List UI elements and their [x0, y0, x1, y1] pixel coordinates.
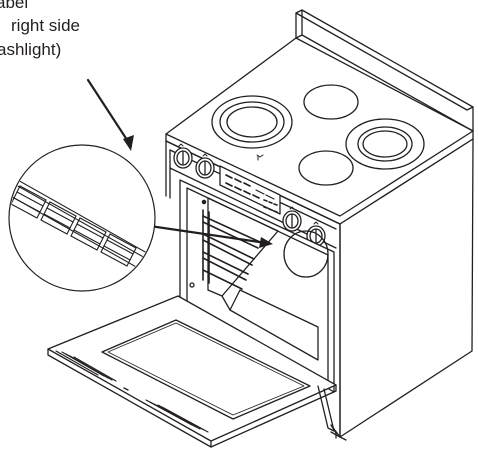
callout-arrow — [86, 78, 134, 151]
magnified-vent-slots — [10, 185, 137, 267]
door-vent-right — [145, 399, 209, 433]
magnified-view — [8, 144, 156, 292]
callout-line-1: abel — [0, 0, 29, 12]
knob-left-2 — [195, 153, 215, 179]
oven-racks — [202, 209, 261, 290]
electronic-control-panel — [219, 165, 281, 215]
knob-right-1 — [282, 206, 302, 232]
cooktop-logo — [256, 154, 264, 161]
burner-back-left — [303, 84, 359, 120]
range-body — [47, 9, 474, 448]
oven-door-open — [47, 295, 337, 448]
left-control-knobs — [173, 143, 215, 179]
burner-front-center — [298, 150, 354, 186]
magnify-pointer — [141, 223, 273, 248]
callout-line-2: right side — [11, 16, 80, 35]
knob-left-1 — [173, 143, 193, 169]
label-location-circle — [283, 230, 329, 278]
burner-left-front — [211, 95, 293, 149]
door-vent-left — [55, 350, 117, 382]
callout-line-3: ashlight) — [0, 40, 62, 59]
oven-cavity — [179, 179, 335, 393]
burner-right-front — [345, 118, 425, 170]
